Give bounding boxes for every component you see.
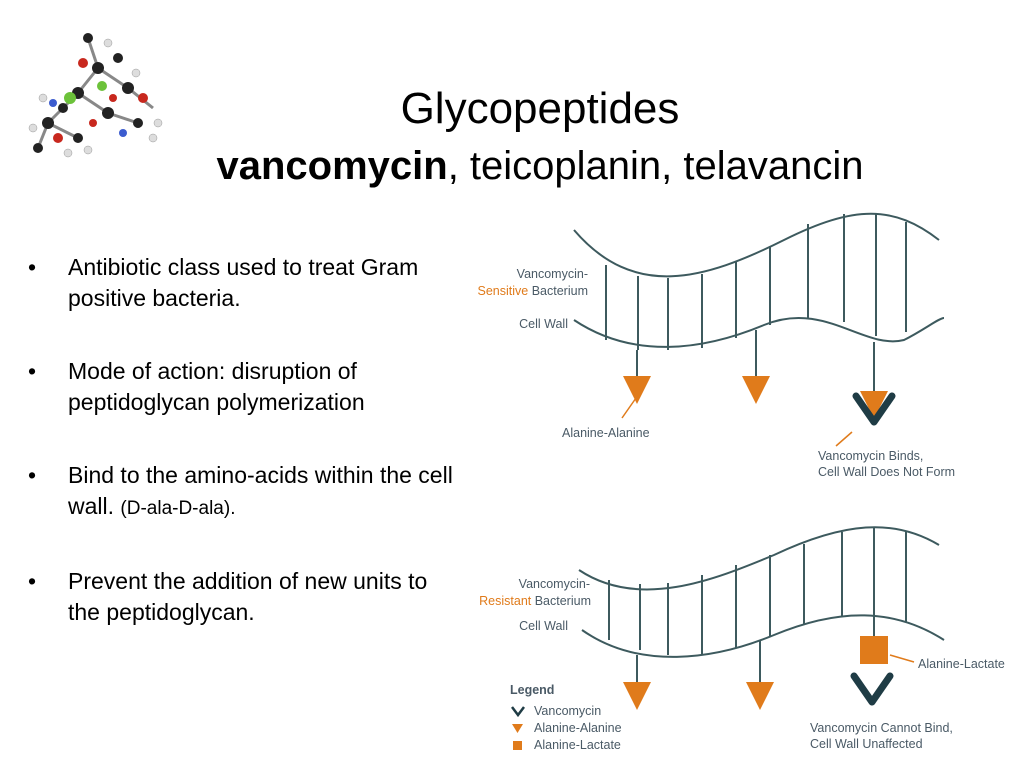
alanine-alanine-marker	[623, 682, 651, 710]
cannot-bind-caption-line1: Vancomycin Cannot Bind,	[810, 721, 953, 735]
bullet-dot: •	[28, 358, 37, 384]
bullet-item: • Prevent the addition of new units to th…	[28, 566, 458, 628]
sensitive-cell-wall-label: Cell Wall	[519, 317, 568, 331]
bullet-list: • Antibiotic class used to treat Gram pos…	[28, 252, 458, 670]
bullet-text: Prevent the addition of new units to the…	[68, 568, 428, 625]
sensitive-wall-top	[573, 212, 940, 278]
legend-item-alanine-lactate: Alanine-Lactate	[534, 738, 621, 752]
legend-title: Legend	[510, 683, 554, 697]
subtitle-bold: vancomycin	[216, 144, 448, 188]
resistant-wall-bottom	[581, 614, 945, 658]
resistant-panel	[578, 526, 945, 684]
slide-subtitle: vancomycin, teicoplanin, telavancin	[110, 142, 970, 190]
binds-caption-line2: Cell Wall Does Not Form	[818, 465, 955, 479]
vancomycin-unbound-marker	[854, 676, 890, 702]
sensitive-word: Sensitive	[478, 284, 529, 298]
bullet-text: Mode of action: disruption of peptidogly…	[68, 358, 365, 415]
sensitive-panel	[573, 212, 945, 447]
bullet-item: • Mode of action: disruption of peptidogl…	[28, 356, 458, 418]
legend-vancomycin-icon	[511, 706, 525, 718]
legend: Legend Vancomycin Alanine-Alanine Alanin…	[510, 683, 622, 752]
pointer-line	[621, 397, 637, 419]
cannot-bind-caption-line2: Cell Wall Unaffected	[810, 737, 923, 751]
sensitive-alanine-alanine-label: Alanine-Alanine	[562, 426, 650, 440]
molecule-model-image	[28, 33, 163, 158]
bullet-item: • Bind to the amino-acids within the cell…	[28, 460, 458, 524]
resistant-wall-top	[578, 526, 940, 591]
sensitive-label-line2: Sensitive Bacterium	[478, 284, 588, 298]
alanine-alanine-marker	[623, 376, 651, 404]
resistant-cell-wall-label: Cell Wall	[519, 619, 568, 633]
pointer-line	[889, 654, 915, 663]
subtitle-rest: , teicoplanin, telavancin	[447, 144, 864, 188]
pointer-line	[835, 431, 853, 447]
resistant-bacterium: Bacterium	[531, 594, 591, 608]
bullet-dot: •	[28, 568, 37, 594]
bullet-note: (D-ala-D-ala).	[120, 498, 236, 519]
alanine-alanine-marker	[746, 682, 774, 710]
slide-title: Glycopeptides	[400, 84, 680, 133]
sensitive-label-line1: Vancomycin-	[517, 267, 588, 281]
legend-item-alanine-alanine: Alanine-Alanine	[534, 721, 622, 735]
bullet-text: Bind to the amino-acids within the cell …	[68, 462, 453, 519]
resistant-label-line1: Vancomycin-	[519, 577, 590, 591]
bullet-dot: •	[28, 462, 37, 488]
binds-caption-line1: Vancomycin Binds,	[818, 449, 923, 463]
alanine-lactate-label: Alanine-Lactate	[918, 657, 1005, 671]
legend-triangle-icon	[512, 724, 523, 733]
alanine-alanine-marker	[742, 376, 770, 404]
sensitive-bacterium: Bacterium	[528, 284, 588, 298]
sensitive-wall-bottom	[573, 316, 945, 348]
legend-square-icon	[513, 741, 522, 750]
resistant-word: Resistant	[479, 594, 532, 608]
resistant-label-line2: Resistant Bacterium	[479, 594, 591, 608]
bullet-item: • Antibiotic class used to treat Gram pos…	[28, 252, 458, 314]
alanine-lactate-marker	[860, 636, 888, 664]
bullet-dot: •	[28, 254, 37, 280]
vancomycin-mechanism-diagram: Vancomycin- Sensitive Bacterium Cell Wal…	[478, 212, 1005, 752]
bullet-text: Antibiotic class used to treat Gram posi…	[68, 254, 419, 311]
legend-item-vancomycin: Vancomycin	[534, 704, 601, 718]
